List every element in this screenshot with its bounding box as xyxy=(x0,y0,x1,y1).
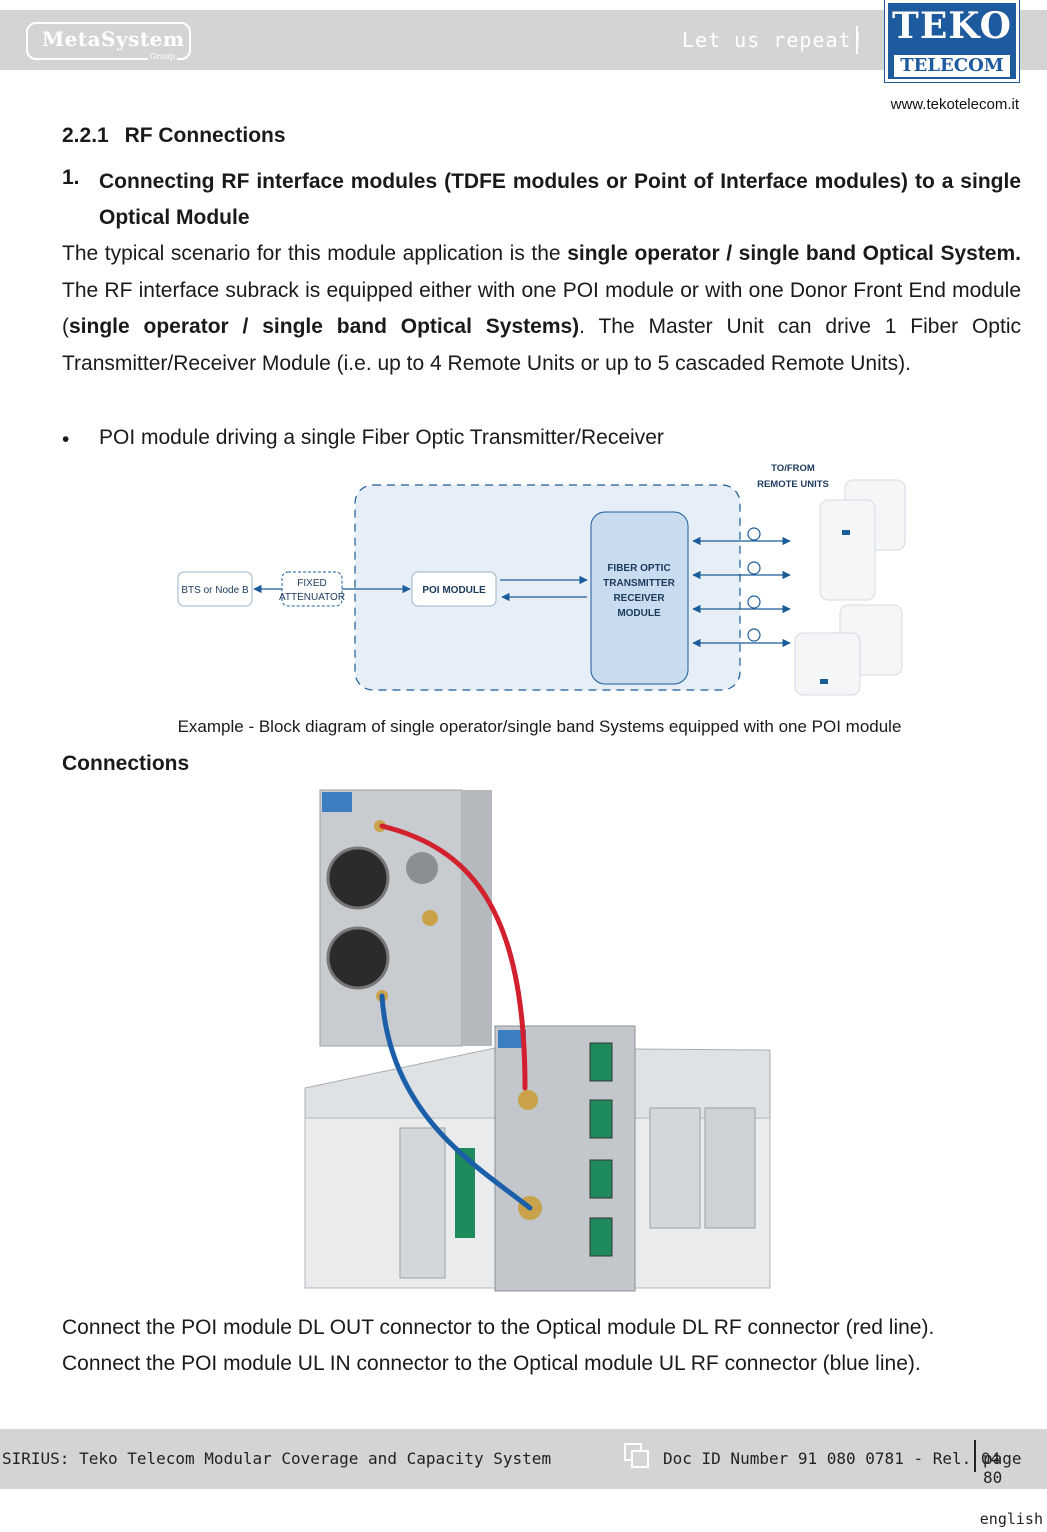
remote-unit-badge-1 xyxy=(842,530,850,535)
optical-port-1 xyxy=(589,1042,613,1082)
poi-module-connector-4 xyxy=(422,910,438,926)
connections-heading: Connections xyxy=(62,752,190,775)
remote-unit-badge-2 xyxy=(820,679,828,684)
optical-module-panel xyxy=(494,1025,636,1292)
remote-unit-2 xyxy=(819,499,876,601)
fiber-module-label-4: MODULE xyxy=(617,608,661,619)
section-title-text: RF Connections xyxy=(124,124,286,147)
fiber-module-label-3: RECEIVER xyxy=(613,593,665,604)
poi-module-label: POI MODULE xyxy=(422,585,486,596)
paragraph-part-2: The RF interface subrack is equipped eit… xyxy=(62,278,1021,339)
fiber-links xyxy=(692,527,791,648)
remote-units-illustration xyxy=(794,479,906,696)
connection-photo xyxy=(304,789,771,1292)
language-label: english xyxy=(979,1510,1043,1528)
metasystem-logo-name: MetaSystem xyxy=(42,27,185,51)
footer-title: SIRIUS: Teko Telecom Modular Coverage an… xyxy=(2,1449,552,1468)
red-cable xyxy=(379,823,528,1091)
bts-label: BTS or Node B xyxy=(181,585,249,596)
poi-module-connector-2 xyxy=(326,926,390,990)
page-number: page 80 xyxy=(983,1449,1022,1487)
subrack-module-2 xyxy=(649,1107,701,1229)
footer-divider xyxy=(974,1440,976,1472)
item-number: 1. xyxy=(62,166,80,189)
attenuator-label-2: ATTENUATOR xyxy=(279,592,345,603)
diagram-caption: Example - Block diagram of single operat… xyxy=(177,717,902,736)
remote-units-label-1: TO/FROM xyxy=(771,463,815,474)
fiber-module-box xyxy=(590,511,689,685)
fiber-port-1 xyxy=(747,527,761,541)
fiber-port-3 xyxy=(747,595,761,609)
fiber-module-label-1: FIBER OPTIC xyxy=(607,563,670,574)
optical-module-dl-rf-connector xyxy=(518,1090,538,1110)
section-title: 2.2.1 RF Connections xyxy=(62,124,286,148)
poi-module-panel xyxy=(319,789,463,1047)
poi-module-connector-1 xyxy=(326,846,390,910)
document-icon xyxy=(624,1443,649,1468)
paragraph-part-3: . The Master Unit can drive 1 Fiber Opti… xyxy=(62,315,1021,375)
metasystem-logo: MetaSystem Group xyxy=(26,22,191,61)
document-id: Doc ID Number 91 080 0781 - Rel. 04 xyxy=(663,1449,1001,1468)
remote-units-label-2: REMOTE UNITS xyxy=(757,479,829,490)
fiber-module-label-2: TRANSMITTER xyxy=(603,578,675,589)
instruction-blue-line: Connect the POI module UL IN connector t… xyxy=(62,1352,921,1375)
website-url: www.tekotelecom.it xyxy=(890,96,1019,113)
bts-box xyxy=(177,571,253,607)
optical-port-2 xyxy=(589,1099,613,1139)
poi-module-label-strip xyxy=(322,792,352,812)
item-heading: Connecting RF interface modules (TDFE mo… xyxy=(99,170,1021,229)
poi-module-connector-3 xyxy=(406,852,438,884)
teko-telecom-logo: TEKO TELECOM xyxy=(884,0,1020,83)
optical-port-4 xyxy=(589,1217,613,1257)
fiber-port-2 xyxy=(747,561,761,575)
section-number: 2.2.1 xyxy=(62,124,109,147)
header-divider xyxy=(856,26,858,54)
optical-module-label-strip xyxy=(498,1030,526,1048)
subrack-module-1 xyxy=(399,1127,446,1279)
bullet-text: POI module driving a single Fiber Optic … xyxy=(99,426,664,449)
subrack-module-3 xyxy=(704,1107,756,1229)
paragraph-part-1: The typical scenario for this module app… xyxy=(62,242,568,265)
attenuator-label-1: FIXED xyxy=(297,578,326,589)
telecom-logo-word: TELECOM xyxy=(894,55,1010,77)
optical-port-3 xyxy=(589,1159,613,1199)
block-diagram: BTS or Node B FIXED ATTENUATOR POI MODUL… xyxy=(177,463,906,696)
header-tagline: Let us repeat! xyxy=(682,28,865,52)
poi-module-box xyxy=(411,571,497,607)
fiber-port-4 xyxy=(747,628,761,642)
body-paragraph: The typical scenario for this module app… xyxy=(62,236,1021,382)
paragraph-bold-2: single operator / single band Optical Sy… xyxy=(69,315,580,338)
paragraph-bold-1: single operator / single band Optical Sy… xyxy=(567,242,1021,265)
poi-module-rail xyxy=(462,790,492,1046)
blue-cable xyxy=(379,993,533,1211)
teko-logo-word: TEKO xyxy=(892,5,1012,47)
footer-bar xyxy=(0,1429,1047,1489)
metasystem-logo-group: Group xyxy=(147,52,177,61)
remote-unit-4 xyxy=(794,632,861,696)
instruction-red-line: Connect the POI module DL OUT connector … xyxy=(62,1316,935,1339)
subrack-module-1-led xyxy=(455,1148,475,1238)
bullet-symbol: • xyxy=(62,428,70,451)
